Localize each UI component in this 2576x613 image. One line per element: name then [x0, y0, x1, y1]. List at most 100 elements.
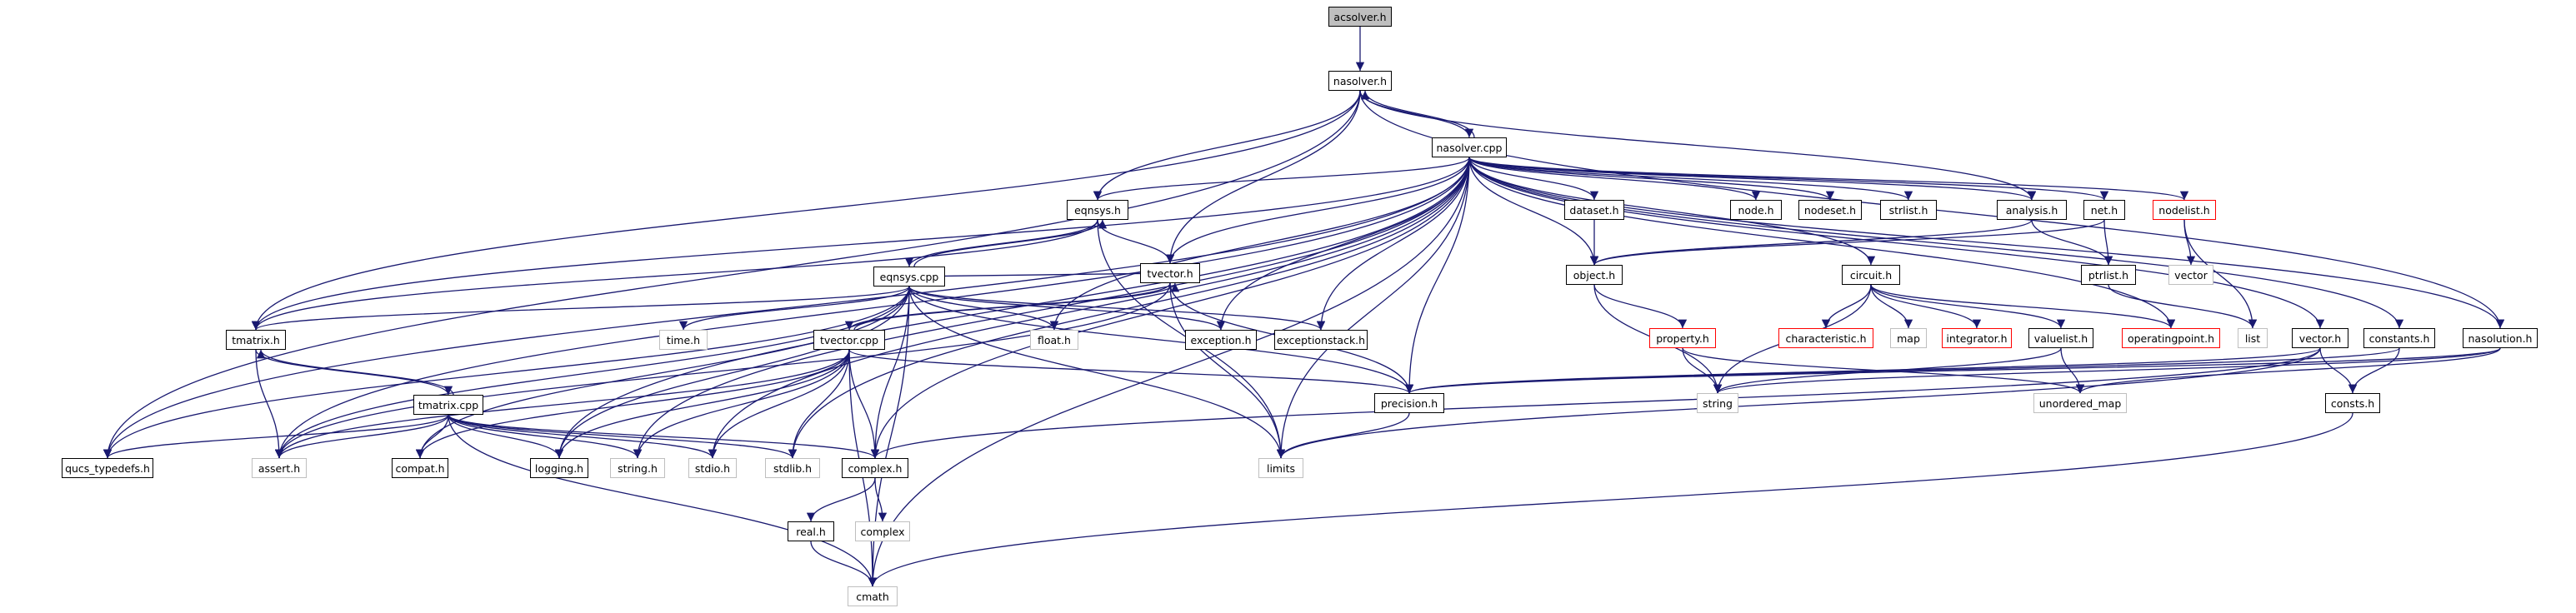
node-tmatrix-cpp[interactable]: tmatrix.cpp	[413, 395, 483, 415]
node-stdio-h[interactable]: stdio.h	[688, 458, 737, 478]
edge-circuit-h-to-map	[1870, 284, 1913, 329]
edge-precision-h-to-limits	[1276, 412, 1410, 459]
node-nasolver-cpp[interactable]: nasolver.cpp	[1432, 137, 1507, 157]
edge-nasolver-cpp-to-precision-h	[1404, 157, 1470, 394]
node-qucs-typedefs-h[interactable]: qucs_typedefs.h	[62, 458, 153, 478]
node-precision-h[interactable]: precision.h	[1374, 393, 1444, 413]
node-valuelist-h[interactable]: valuelist.h	[2028, 328, 2093, 348]
node-constants-h[interactable]: constants.h	[2363, 328, 2435, 348]
edge-vector-h-to-complex-h	[871, 347, 2321, 459]
edge-circuit-h-to-integrator-h	[1870, 284, 1982, 329]
edge-tvector-cpp-to-string-h	[633, 349, 850, 459]
edge-object-h-to-property-h	[1593, 284, 1688, 329]
edge-nasolver-cpp-to-logging-h	[554, 157, 1470, 459]
edge-circuit-h-to-operatingpoint-h	[1870, 284, 2176, 329]
edge-nasolver-cpp-to-tmatrix-h	[251, 157, 1470, 331]
edge-tmatrix-cpp-to-string-h	[448, 414, 643, 459]
edge-tmatrix-cpp-to-stdio-h	[448, 414, 718, 459]
edge-nasolver-cpp-to-nasolution-h	[1468, 157, 2505, 329]
node-float-h[interactable]: float.h	[1030, 330, 1078, 350]
edge-nasolver-cpp-to-exceptionstack-h	[1316, 157, 1470, 331]
edge-nasolver-cpp-to-constants-h	[1468, 157, 2404, 329]
node-exceptionstack-h[interactable]: exceptionstack.h	[1274, 330, 1368, 350]
node-string-h[interactable]: string.h	[610, 458, 665, 478]
node-nasolver-h[interactable]: nasolver.h	[1328, 71, 1392, 91]
node-compat-h[interactable]: compat.h	[392, 458, 448, 478]
node-cmath[interactable]: cmath	[848, 586, 898, 606]
edge-nasolver-cpp-to-complex-h	[870, 157, 1470, 459]
node-nodelist-h[interactable]: nodelist.h	[2153, 200, 2216, 220]
node-vector-h[interactable]: vector.h	[2292, 328, 2348, 348]
node-logging-h[interactable]: logging.h	[530, 458, 588, 478]
edge-nasolver-cpp-to-object-h	[1468, 157, 1599, 266]
edge-eqnsys-cpp-to-tvector-h	[908, 268, 1171, 278]
node-stdlib-h[interactable]: stdlib.h	[765, 458, 820, 478]
edge-nasolver-cpp-to-tvector-h	[1165, 157, 1470, 264]
node-map[interactable]: map	[1890, 328, 1927, 348]
node-tmatrix-h[interactable]: tmatrix.h	[226, 330, 286, 350]
node-analysis-h[interactable]: analysis.h	[1997, 200, 2067, 220]
node-exception-h[interactable]: exception.h	[1185, 330, 1257, 350]
edge-tmatrix-cpp-to-complex-h	[448, 414, 879, 459]
node-dataset-h[interactable]: dataset.h	[1564, 200, 1624, 220]
node-nodeset-h[interactable]: nodeset.h	[1798, 200, 1862, 220]
node-string[interactable]: string	[1697, 393, 1738, 413]
node-complex[interactable]: complex	[855, 521, 910, 541]
edge-constants-h-to-consts-h	[2348, 347, 2400, 394]
edge-tmatrix-cpp-to-logging-h	[448, 414, 564, 459]
node-net-h[interactable]: net.h	[2083, 200, 2125, 220]
edge-nodelist-h-to-list	[2183, 219, 2258, 329]
node-tvector-cpp[interactable]: tvector.cpp	[813, 330, 885, 350]
node-characteristic-h[interactable]: characteristic.h	[1778, 328, 1873, 348]
edge-nasolver-cpp-to-nodeset-h	[1468, 157, 1835, 201]
edge-nasolver-h-to-qucs-typedefs-h	[103, 90, 1361, 459]
node-circuit-h[interactable]: circuit.h	[1842, 265, 1900, 285]
node-tvector-h[interactable]: tvector.h	[1140, 263, 1200, 283]
edge-nasolution-h-to-string	[1713, 347, 2501, 394]
edge-eqnsys-cpp-to-time-h	[678, 286, 910, 331]
node-integrator-h[interactable]: integrator.h	[1942, 328, 2012, 348]
node-real-h[interactable]: real.h	[788, 521, 834, 541]
node-assert-h[interactable]: assert.h	[252, 458, 307, 478]
edge-eqnsys-cpp-to-logging-h	[554, 286, 910, 459]
node-consts-h[interactable]: consts.h	[2325, 393, 2380, 413]
edge-real-h-to-cmath	[810, 541, 878, 587]
node-vector[interactable]: vector	[2168, 265, 2213, 285]
edge-tmatrix-cpp-to-compat-h	[415, 414, 449, 459]
node-operatingpoint-h[interactable]: operatingpoint.h	[2122, 328, 2220, 348]
edge-nasolver-cpp-to-nodelist-h	[1468, 157, 2188, 201]
node-ptrlist-h[interactable]: ptrlist.h	[2081, 265, 2136, 285]
edge-eqnsys-cpp-to-tmatrix-h	[252, 286, 910, 331]
edge-circuit-h-to-characteristic-h	[1821, 284, 1872, 329]
node-object-h[interactable]: object.h	[1566, 265, 1623, 285]
node-nasolution-h[interactable]: nasolution.h	[2463, 328, 2538, 348]
node-property-h[interactable]: property.h	[1649, 328, 1716, 348]
edge-eqnsys-cpp-to-exception-h	[908, 286, 1226, 331]
node-eqnsys-h[interactable]: eqnsys.h	[1067, 200, 1128, 220]
edge-eqnsys-cpp-to-qucs-typedefs-h	[103, 286, 910, 459]
node-unordered-map[interactable]: unordered_map	[2033, 393, 2127, 413]
node-strlist-h[interactable]: strlist.h	[1880, 200, 1937, 220]
node-time-h[interactable]: time.h	[659, 330, 708, 350]
node-eqnsys-cpp[interactable]: eqnsys.cpp	[873, 267, 945, 287]
edge-eqnsys-cpp-to-limits	[908, 286, 1286, 459]
node-limits[interactable]: limits	[1258, 458, 1303, 478]
edge-nasolution-h-to-unordered-map	[2075, 347, 2501, 394]
node-node-h[interactable]: node.h	[1730, 200, 1782, 220]
edge-nasolver-cpp-to-operatingpoint-h	[1468, 157, 2176, 329]
edge-nasolver-cpp-to-dataset-h	[1468, 157, 1599, 201]
edge-tmatrix-cpp-to-assert-h	[274, 414, 449, 459]
edge-eqnsys-h-to-tmatrix-h	[251, 219, 1098, 331]
edge-eqnsys-h-to-tvector-h	[1097, 219, 1175, 264]
edge-consts-h-to-cmath	[868, 412, 2353, 587]
edge-complex-h-to-complex	[874, 477, 888, 522]
node-list[interactable]: list	[2238, 328, 2268, 348]
node-acsolver-h[interactable]: acsolver.h	[1328, 7, 1392, 27]
edge-eqnsys-h-to-eqnsys-cpp	[904, 219, 1098, 267]
node-complex-h[interactable]: complex.h	[842, 458, 908, 478]
edge-nasolver-cpp-to-nasolver-h	[1360, 90, 1475, 138]
edge-tvector-cpp-to-assert-h	[274, 349, 850, 459]
edge-tvector-cpp-to-tvector-h	[853, 282, 1180, 331]
